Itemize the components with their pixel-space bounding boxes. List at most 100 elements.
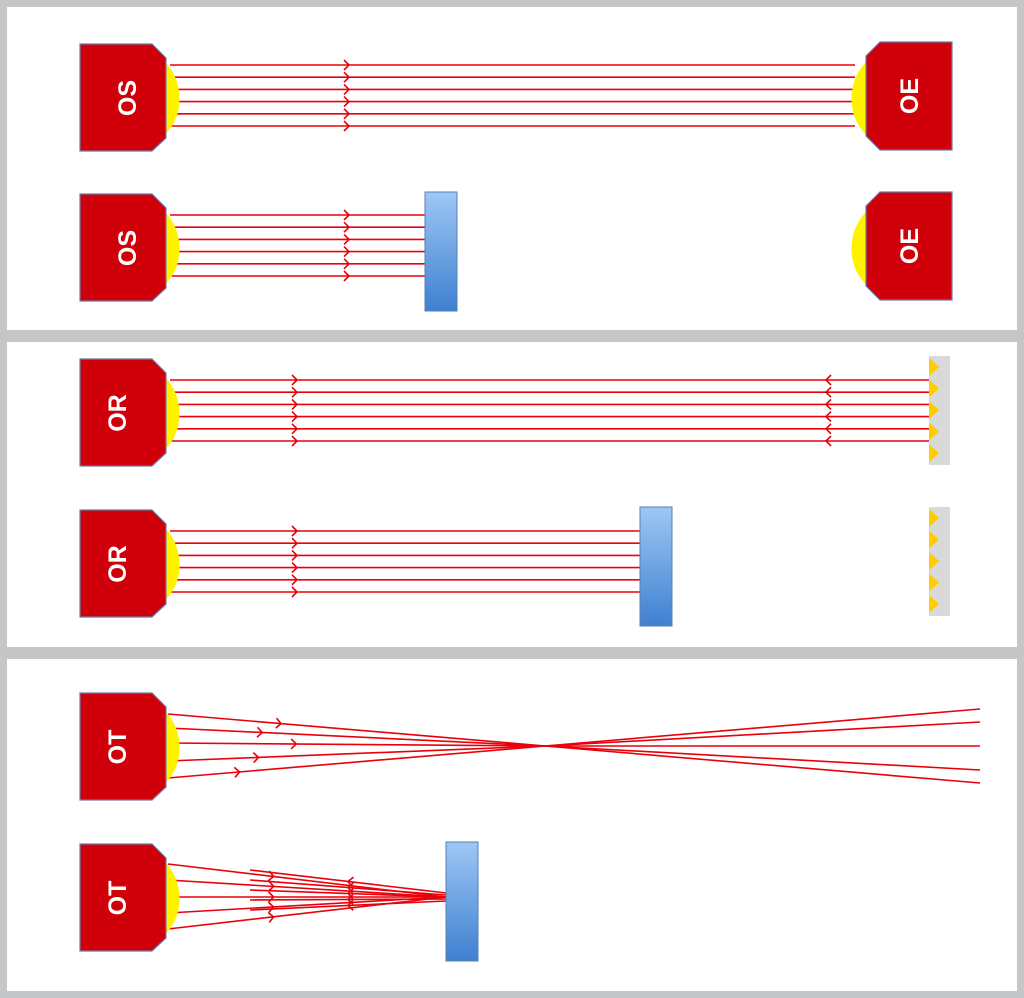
sensor-body (79, 358, 167, 467)
direction-arrow (275, 717, 283, 729)
direction-arrow (343, 270, 351, 282)
direction-arrow (343, 71, 351, 83)
direction-arrow (343, 96, 351, 108)
sensor-label: OR (104, 545, 132, 583)
beams-clear-retro-reflective (170, 374, 930, 447)
reflector-prism (929, 552, 939, 570)
direction-arrow (291, 562, 299, 574)
direction-arrow (824, 411, 832, 423)
light-ray (167, 742, 546, 747)
direction-arrow (343, 108, 351, 120)
reflector-prism (929, 444, 939, 462)
sensor-or: OR (79, 509, 180, 618)
direction-arrow (291, 374, 299, 386)
sensor-lens (163, 526, 180, 602)
beams-blocked-retro-reflective (170, 525, 640, 598)
sensor-body (79, 692, 167, 801)
direction-arrow (343, 120, 351, 132)
direction-arrow (824, 435, 832, 447)
beams-blocked-through-beam (170, 209, 425, 282)
emitter-lens (163, 210, 180, 286)
light-ray (544, 745, 981, 784)
direction-arrow (291, 398, 299, 410)
direction-arrow (824, 374, 832, 386)
emitter-os: OS (79, 193, 180, 302)
direction-arrow (343, 59, 351, 71)
reflector-prism (929, 358, 939, 376)
receiver-body (865, 191, 953, 301)
receiver-body (865, 41, 953, 151)
sensor-label: OR (104, 394, 132, 432)
emitter-os: OS (79, 43, 180, 152)
reflector-prism (929, 422, 939, 441)
emitter-body (79, 193, 167, 302)
light-ray (544, 721, 981, 747)
direction-arrow (291, 525, 299, 537)
emitter-lens (163, 60, 180, 136)
sensor-lens (163, 860, 180, 936)
direction-arrow (343, 209, 351, 221)
beams-clear-through-beam (170, 59, 855, 132)
light-ray (167, 745, 546, 779)
receiver-label: OE (896, 228, 924, 264)
light-ray (167, 713, 546, 747)
direction-arrow (343, 258, 351, 270)
direction-arrow (824, 398, 832, 410)
light-ray (167, 879, 447, 898)
light-ray (167, 745, 546, 762)
sensor-lens (163, 375, 180, 451)
obstacle (639, 506, 673, 627)
sensor-body (79, 843, 167, 952)
retro-reflector (929, 507, 950, 616)
direction-arrow (267, 901, 275, 913)
retro-reflector (929, 356, 950, 465)
receiver-lens (851, 60, 868, 136)
direction-arrow (291, 435, 299, 447)
direction-arrow (343, 221, 351, 233)
sensor-lens (163, 709, 180, 785)
direction-arrow (343, 83, 351, 95)
beams-reflected-diffuse (167, 863, 447, 930)
direction-arrow (233, 766, 241, 778)
direction-arrow (291, 537, 299, 549)
reflector-prism (929, 509, 939, 527)
light-ray (544, 708, 981, 747)
receiver-oe: OE (851, 191, 953, 301)
sensor-ot: OT (79, 843, 180, 952)
direction-arrow (346, 899, 354, 911)
direction-arrow (824, 423, 832, 435)
sensor-label: OT (104, 730, 132, 765)
sensor-ot: OT (79, 692, 180, 801)
direction-arrow (343, 233, 351, 245)
direction-arrow (267, 911, 275, 923)
reflector-prism (929, 379, 939, 398)
direction-arrow (291, 386, 299, 398)
emitter-label: OS (114, 230, 142, 266)
reflector-prism (929, 401, 939, 419)
receiver-oe: OE (851, 41, 953, 151)
direction-arrow (291, 574, 299, 586)
direction-arrow (291, 586, 299, 598)
reflector-prism (929, 573, 939, 592)
light-ray (167, 727, 546, 747)
receiver-lens (851, 210, 868, 286)
direction-arrow (256, 726, 264, 738)
direction-arrow (291, 549, 299, 561)
direction-arrow (291, 423, 299, 435)
target-object (445, 841, 479, 962)
sensor-or: OR (79, 358, 180, 467)
direction-arrow (343, 246, 351, 258)
sensor-body (79, 509, 167, 618)
light-ray (544, 745, 981, 771)
reflector-prism (929, 530, 939, 549)
receiver-label: OE (896, 78, 924, 114)
emitter-label: OS (114, 80, 142, 116)
direction-arrow (291, 411, 299, 423)
reflector-base (929, 356, 950, 465)
obstacle (424, 191, 458, 312)
direction-arrow (290, 738, 298, 750)
emitter-body (79, 43, 167, 152)
sensor-label: OT (104, 881, 132, 916)
reflector-base (929, 507, 950, 616)
